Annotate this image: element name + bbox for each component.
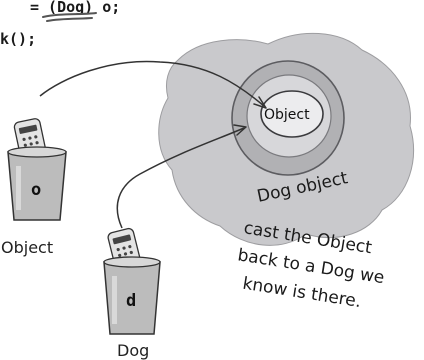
reference-caption-dog: Dog <box>117 341 149 360</box>
object-ring-inner <box>260 90 324 138</box>
reference-letter-o: o <box>31 180 41 200</box>
code-snippet: = (Dog) o; k(); <box>0 0 120 48</box>
arrow-o-to-object <box>39 60 267 109</box>
reference-cup-d: d Dog <box>103 227 161 360</box>
dog-object: Object Dog object <box>231 60 350 207</box>
code-line-call: k(); <box>0 30 36 48</box>
reference-caption-object: Object <box>1 238 53 257</box>
arrow-d-to-object <box>116 124 247 229</box>
reference-letter-d: d <box>126 291 136 311</box>
cast-note: cast the Object back to a Dog we know is… <box>236 218 385 312</box>
object-inner-label: Object <box>264 107 310 123</box>
reference-cup-o: o Object <box>1 118 67 257</box>
code-line-cast: = (Dog) o; <box>30 0 120 16</box>
code-underline-scribble <box>42 12 97 22</box>
